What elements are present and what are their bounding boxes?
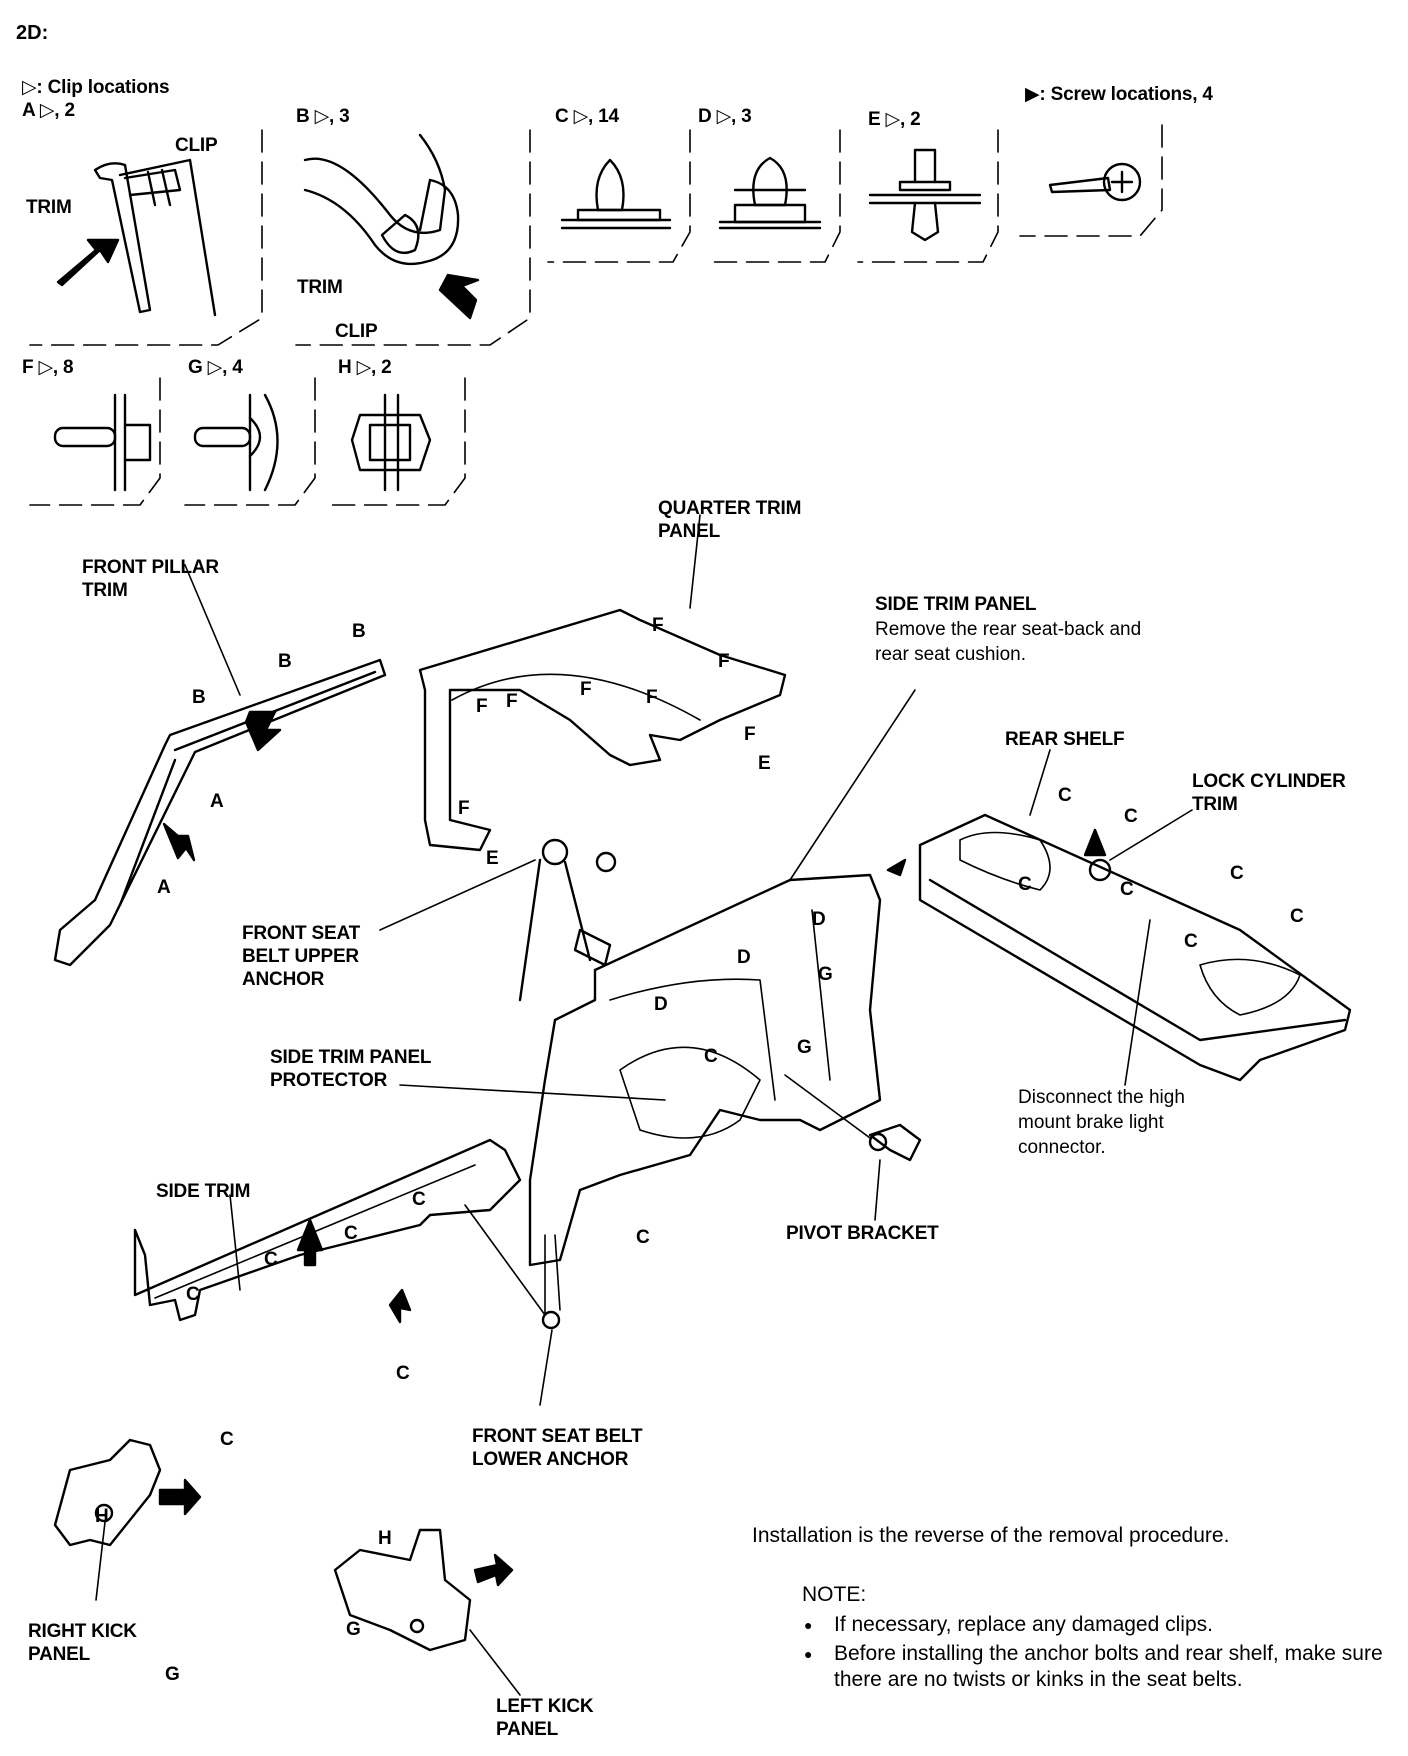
front-seat-belt-lower-anchor-label: FRONT SEAT BELT LOWER ANCHOR (472, 1426, 643, 1470)
right-kick-panel-drawing (53, 1438, 202, 1601)
clip-marker-f: F (718, 651, 730, 672)
front-pillar-trim-label: FRONT PILLAR TRIM (82, 557, 219, 601)
clip-marker-h: H (378, 1528, 392, 1549)
rear-shelf-drawing (886, 749, 1352, 1086)
section-label: 2D: (16, 22, 49, 44)
clip-marker-e: E (486, 848, 499, 869)
quarter-trim-panel-label: QUARTER TRIM PANEL (658, 498, 802, 542)
clip-h-detail (350, 393, 432, 492)
clip-type-b-label: B ▷, 3 (296, 106, 350, 127)
clip-marker-c: C (220, 1429, 234, 1450)
brake-light-connector-note: Disconnect the high mount brake light co… (1018, 1087, 1185, 1158)
clip-marker-g: G (346, 1619, 361, 1640)
clip-type-g-label: G ▷, 4 (188, 357, 243, 378)
clip-marker-c: C (636, 1227, 650, 1248)
clip-marker-g: G (165, 1664, 180, 1685)
clip-marker-c: C (186, 1284, 200, 1305)
right-kick-panel-label: RIGHT KICK PANEL (28, 1621, 137, 1665)
screw-detail (1048, 162, 1142, 202)
front-pillar-trim-drawing (53, 564, 387, 967)
clip-marker-f: F (506, 691, 518, 712)
clip-marker-a: A (157, 877, 171, 898)
clip-marker-f: F (652, 615, 664, 636)
clip-g-detail (193, 393, 279, 492)
clip-marker-f: F (580, 679, 592, 700)
installation-text: Installation is the reverse of the remov… (752, 1524, 1230, 1547)
clip-marker-c: C (396, 1363, 410, 1384)
note-title: NOTE: (802, 1583, 867, 1606)
side-trim-drawing (133, 1138, 561, 1406)
clip-marker-c: C (264, 1249, 278, 1270)
clip-marker-b: B (192, 687, 206, 708)
detail-b-clip-label: CLIP (335, 321, 378, 342)
clip-marker-c: C (1184, 931, 1198, 952)
front-seat-belt-upper-anchor-label: FRONT SEAT BELT UPPER ANCHOR (242, 923, 360, 990)
clip-e-detail (868, 148, 982, 242)
clip-marker-c: C (1230, 863, 1244, 884)
side-trim-panel-note: Remove the rear seat-back and rear seat … (875, 619, 1142, 665)
quarter-trim-panel-drawing (418, 514, 787, 852)
clip-marker-f: F (744, 724, 756, 745)
clip-type-f-label: F ▷, 8 (22, 357, 74, 378)
clip-b-detail (303, 133, 480, 320)
clip-type-e-label: E ▷, 2 (868, 109, 921, 130)
left-kick-panel-label: LEFT KICK PANEL (496, 1696, 594, 1740)
clip-marker-g: G (818, 964, 833, 985)
clip-a-detail (56, 158, 217, 317)
clip-type-c-label: C ▷, 14 (555, 106, 619, 127)
detail-a-clip-label: CLIP (175, 135, 218, 156)
clip-marker-d: D (654, 994, 668, 1015)
clip-marker-c: C (704, 1046, 718, 1067)
clip-marker-c: C (1018, 874, 1032, 895)
left-kick-panel-drawing (333, 1528, 521, 1696)
note-item: Before installing the anchor bolts and r… (800, 1641, 1394, 1693)
front-seat-belt-upper-drawing (379, 838, 617, 1002)
side-trim-panel-label: SIDE TRIM PANEL (875, 594, 1037, 615)
clip-type-a-label: A ▷, 2 (22, 100, 75, 121)
clip-marker-b: B (278, 651, 292, 672)
clip-marker-h: H (95, 1506, 109, 1527)
screw-locations-legend: ▶: Screw locations, 4 (1025, 84, 1213, 105)
clip-locations-legend: ▷: Clip locations (22, 77, 170, 98)
clip-detail-frames (29, 124, 1163, 506)
clip-marker-f: F (646, 687, 658, 708)
clip-marker-e: E (758, 753, 771, 774)
detail-b-trim-label: TRIM (297, 277, 343, 298)
detail-a-trim-label: TRIM (26, 197, 72, 218)
side-trim-label: SIDE TRIM (156, 1181, 251, 1202)
lock-cylinder-trim-label: LOCK CYLINDER TRIM (1192, 771, 1346, 815)
clip-marker-a: A (210, 791, 224, 812)
clip-c-detail (560, 158, 672, 230)
note-item: If necessary, replace any damaged clips. (800, 1612, 1394, 1638)
clip-marker-d: D (812, 909, 826, 930)
clip-marker-f: F (476, 696, 488, 717)
clip-marker-c: C (344, 1223, 358, 1244)
clip-f-detail (53, 393, 152, 492)
clip-marker-c: C (412, 1189, 426, 1210)
side-trim-panel-drawing (399, 689, 916, 1267)
clip-type-h-label: H ▷, 2 (338, 357, 392, 378)
clip-type-d-label: D ▷, 3 (698, 106, 752, 127)
clip-marker-f: F (458, 798, 470, 819)
rear-shelf-label: REAR SHELF (1005, 729, 1125, 750)
clip-marker-c: C (1058, 785, 1072, 806)
clip-marker-c: C (1124, 806, 1138, 827)
clip-marker-c: C (1290, 906, 1304, 927)
clip-marker-g: G (797, 1037, 812, 1058)
side-trim-panel-protector-label: SIDE TRIM PANEL PROTECTOR (270, 1047, 432, 1091)
clip-d-detail (718, 156, 822, 230)
pivot-bracket-drawing (784, 1074, 922, 1221)
clip-marker-d: D (737, 947, 751, 968)
clip-marker-c: C (1120, 879, 1134, 900)
pivot-bracket-label: PIVOT BRACKET (786, 1223, 939, 1244)
clip-marker-b: B (352, 621, 366, 642)
